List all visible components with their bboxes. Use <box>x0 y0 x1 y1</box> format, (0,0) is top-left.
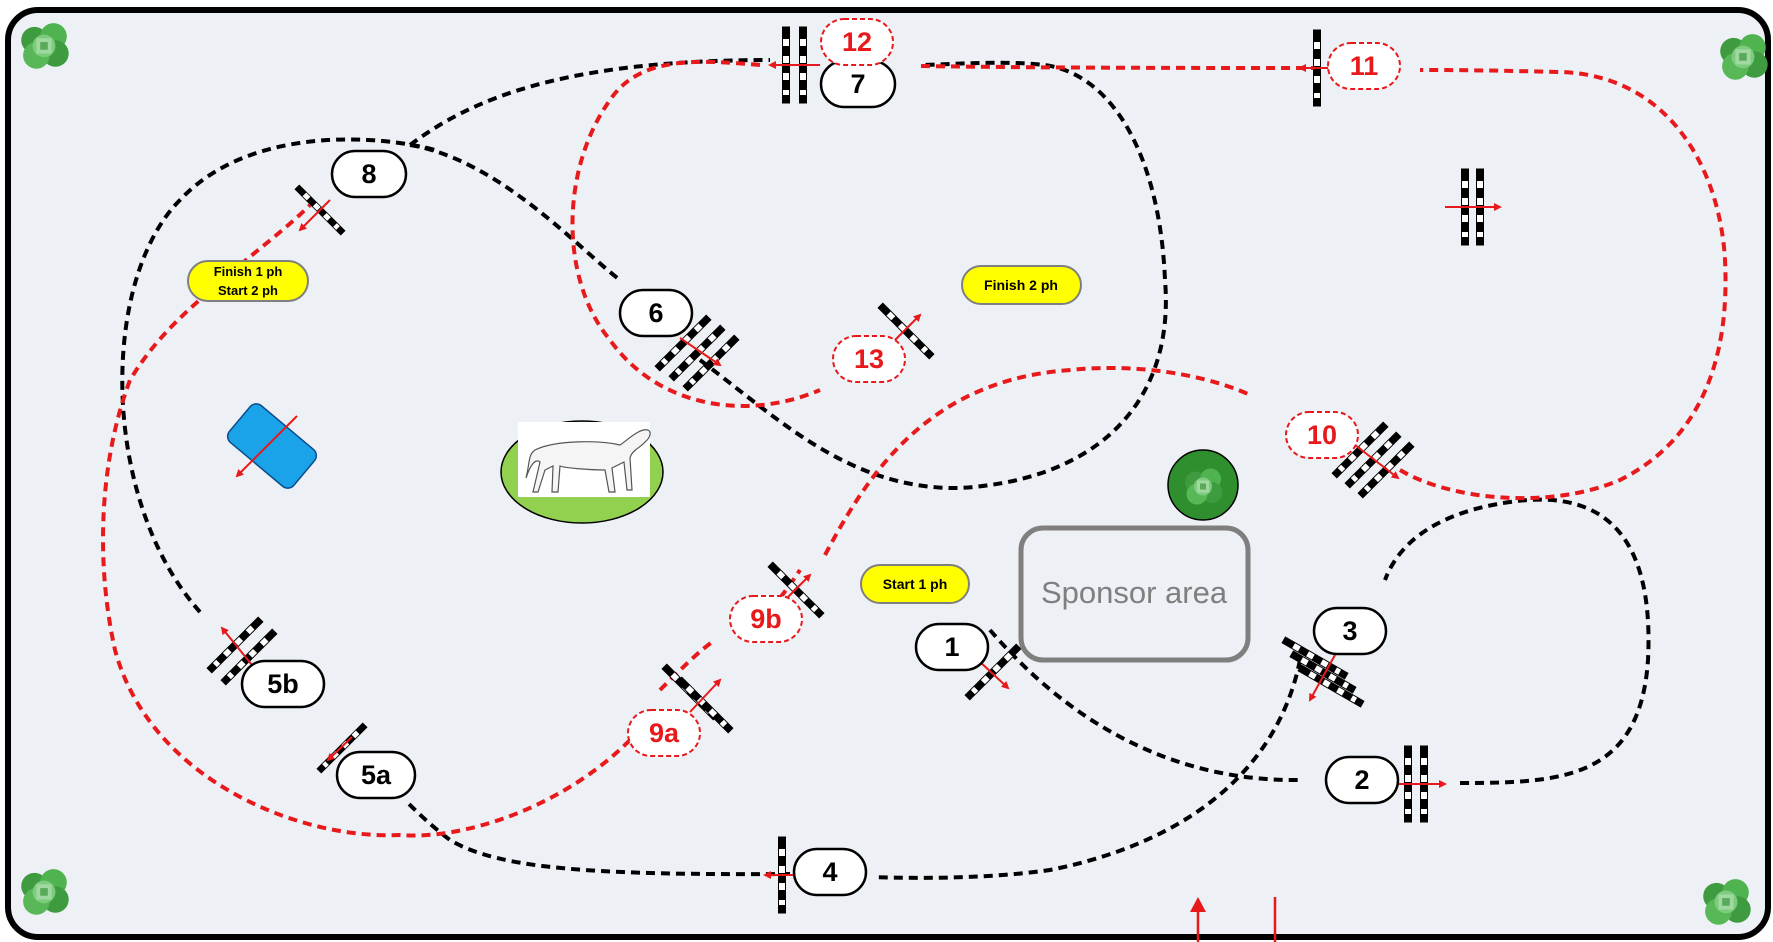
jump-8 <box>294 184 346 236</box>
svg-text:8: 8 <box>361 159 376 189</box>
jump-2 <box>1392 745 1447 823</box>
fence-label-5a: 5a <box>335 750 417 800</box>
jump-9b <box>767 561 825 619</box>
jump-6 <box>654 314 740 392</box>
start2-label: Start 2 ph <box>218 283 278 298</box>
svg-text:12: 12 <box>842 27 872 57</box>
jump-1 <box>964 643 1022 701</box>
svg-text:9b: 9b <box>750 604 782 634</box>
start1-tag: Start 1 ph <box>860 564 970 604</box>
jump-top-right <box>1445 168 1502 246</box>
fence-label-9a: 9a <box>627 709 701 757</box>
fence-label-8: 8 <box>330 149 408 199</box>
svg-text:2: 2 <box>1354 765 1369 795</box>
fence-label-13: 13 <box>832 335 906 383</box>
fence-label-9b: 9b <box>729 595 803 643</box>
svg-text:5a: 5a <box>361 760 392 790</box>
finish1-label: Finish 1 ph <box>214 264 283 279</box>
fence-label-12: 12 <box>820 18 894 66</box>
jump-3 <box>1281 636 1365 708</box>
tree-icon <box>1720 34 1768 80</box>
entry-arrow <box>1190 897 1277 942</box>
jump-10 <box>1331 421 1415 499</box>
sponsor-area: Sponsor area <box>1018 525 1251 663</box>
tree-icon <box>21 23 69 69</box>
svg-text:1: 1 <box>944 632 959 662</box>
svg-text:5b: 5b <box>267 669 299 699</box>
sponsor-area-label: Sponsor area <box>1041 575 1228 610</box>
fence-label-4: 4 <box>792 847 868 897</box>
svg-text:9a: 9a <box>649 718 680 748</box>
fence-label-11: 11 <box>1327 42 1401 90</box>
phase1-path <box>120 58 1651 880</box>
jump-5a <box>316 722 368 774</box>
fence-label-1: 1 <box>914 622 990 672</box>
jump-9a <box>661 663 734 734</box>
finish2-label: Finish 2 ph <box>984 277 1058 293</box>
arena-boundary <box>5 7 1771 940</box>
fence-label-6: 6 <box>618 288 694 338</box>
phase2-path <box>101 59 1728 838</box>
finish1-start2-tag: Finish 1 ph Start 2 ph <box>187 260 309 302</box>
fence-label-10: 10 <box>1285 411 1359 459</box>
fence-label-2: 2 <box>1324 755 1400 805</box>
svg-text:6: 6 <box>648 298 663 328</box>
jump-7-12 <box>768 26 820 104</box>
tree-icon <box>1703 879 1751 925</box>
jump-5b <box>206 616 278 686</box>
svg-text:3: 3 <box>1342 616 1357 646</box>
fence-label-3: 3 <box>1312 606 1388 656</box>
finish2-tag: Finish 2 ph <box>961 265 1082 305</box>
svg-text:13: 13 <box>854 344 884 374</box>
horse-icon <box>500 420 664 524</box>
svg-text:4: 4 <box>822 857 837 887</box>
fence-label-7: 7 <box>819 59 897 109</box>
tree-icon <box>1167 449 1239 521</box>
jump-13 <box>877 302 935 360</box>
water-jump-icon <box>226 403 318 489</box>
svg-text:10: 10 <box>1307 420 1337 450</box>
start1-label: Start 1 ph <box>883 576 948 592</box>
svg-text:7: 7 <box>850 69 865 99</box>
fence-label-5b: 5b <box>240 659 326 709</box>
tree-icon <box>21 869 69 915</box>
svg-text:11: 11 <box>1350 51 1379 81</box>
